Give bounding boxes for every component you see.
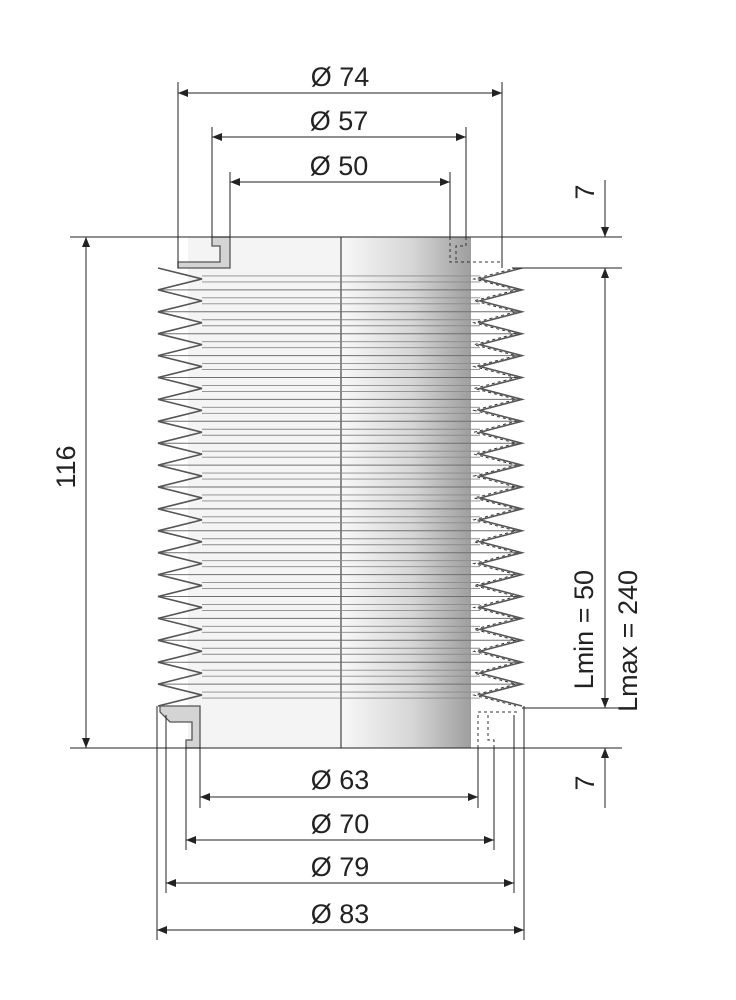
dimension-labels: Ø 74 Ø 57 Ø 50 Ø 63 Ø 70 Ø 79 Ø 83 116 7…: [51, 62, 643, 929]
bellows-folds: [157, 267, 526, 707]
inner-hidden-profile: [472, 267, 518, 707]
left-convolution-profile: [157, 267, 203, 707]
label-bottom-outer: Ø 79: [311, 852, 370, 882]
dimension-lines: [82, 89, 609, 934]
label-bottom-overall: Ø 83: [311, 899, 370, 929]
label-lmax: Lmax = 240: [613, 570, 643, 712]
label-top-inner: Ø 50: [310, 151, 369, 181]
label-top-flange: 7: [570, 184, 600, 199]
body-left-half: [188, 237, 341, 748]
bottom-flange-left: [159, 705, 201, 749]
extension-lines: [70, 82, 622, 940]
label-top-mid: Ø 57: [310, 106, 369, 136]
label-top-outer: Ø 74: [311, 62, 370, 92]
right-convolution-profile: [476, 267, 526, 707]
bottom-flange-right: [477, 711, 520, 748]
label-bottom-flange: 7: [570, 775, 600, 790]
bellows-body: [157, 236, 526, 749]
label-lmin: Lmin = 50: [569, 570, 599, 689]
label-height: 116: [51, 445, 81, 488]
body-right-half: [341, 237, 471, 748]
label-bottom-mid: Ø 70: [311, 809, 370, 839]
label-bottom-inner: Ø 63: [311, 765, 370, 795]
top-flange-right: [449, 237, 502, 263]
